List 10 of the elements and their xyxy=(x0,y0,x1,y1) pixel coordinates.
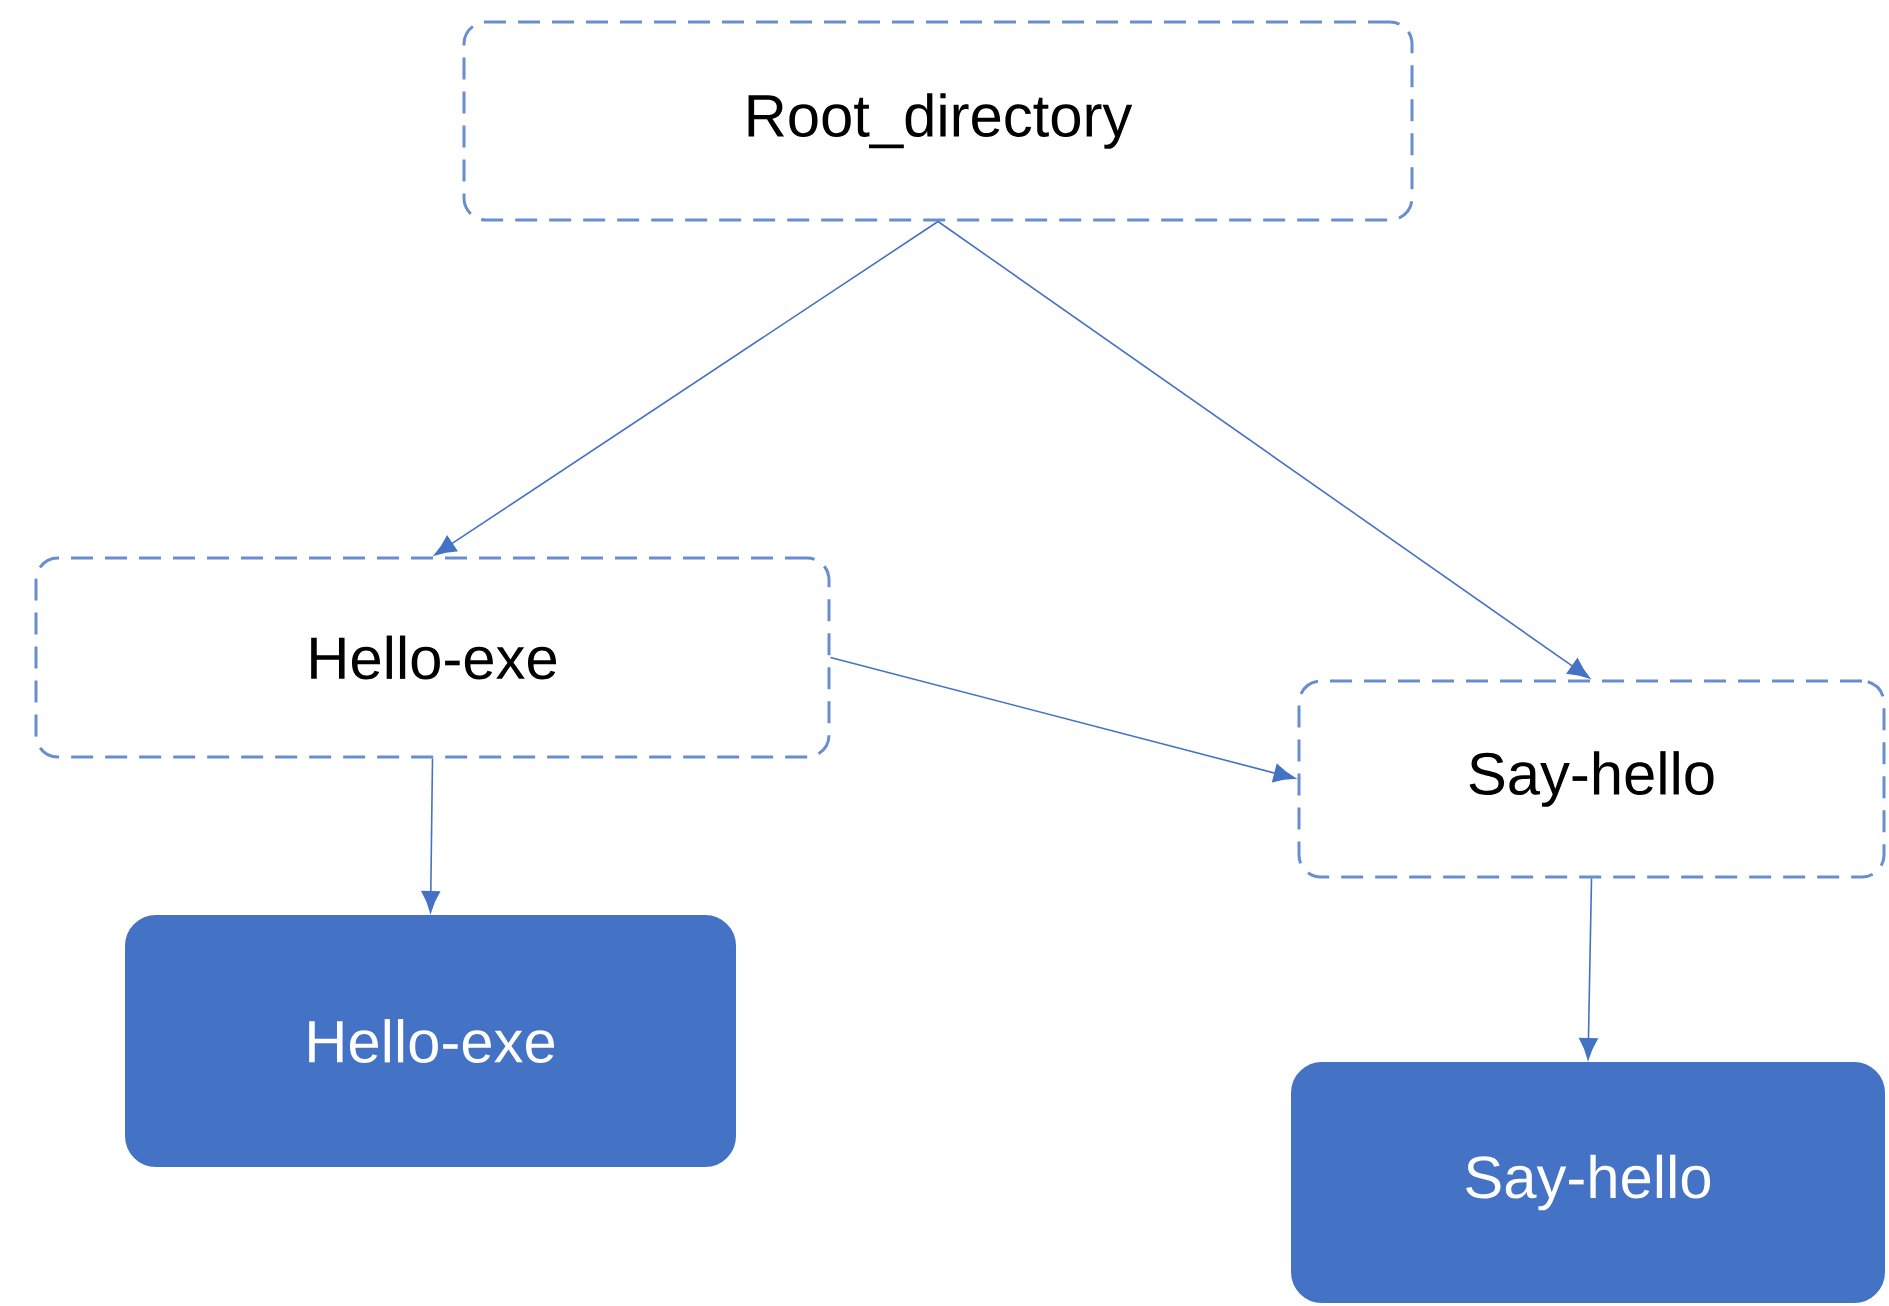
arrow xyxy=(434,220,939,556)
arrow xyxy=(829,656,1296,783)
dashed-box: Hello-exe xyxy=(34,556,831,759)
arrow xyxy=(421,757,441,913)
filled-box: Hello-exe xyxy=(125,915,736,1167)
dashed-box: Say-hello xyxy=(1297,679,1886,879)
dashed-box: Root_directory xyxy=(462,20,1414,222)
arrow xyxy=(937,220,1590,679)
arrow xyxy=(1579,877,1598,1060)
filled-box: Say-hello xyxy=(1291,1062,1885,1303)
